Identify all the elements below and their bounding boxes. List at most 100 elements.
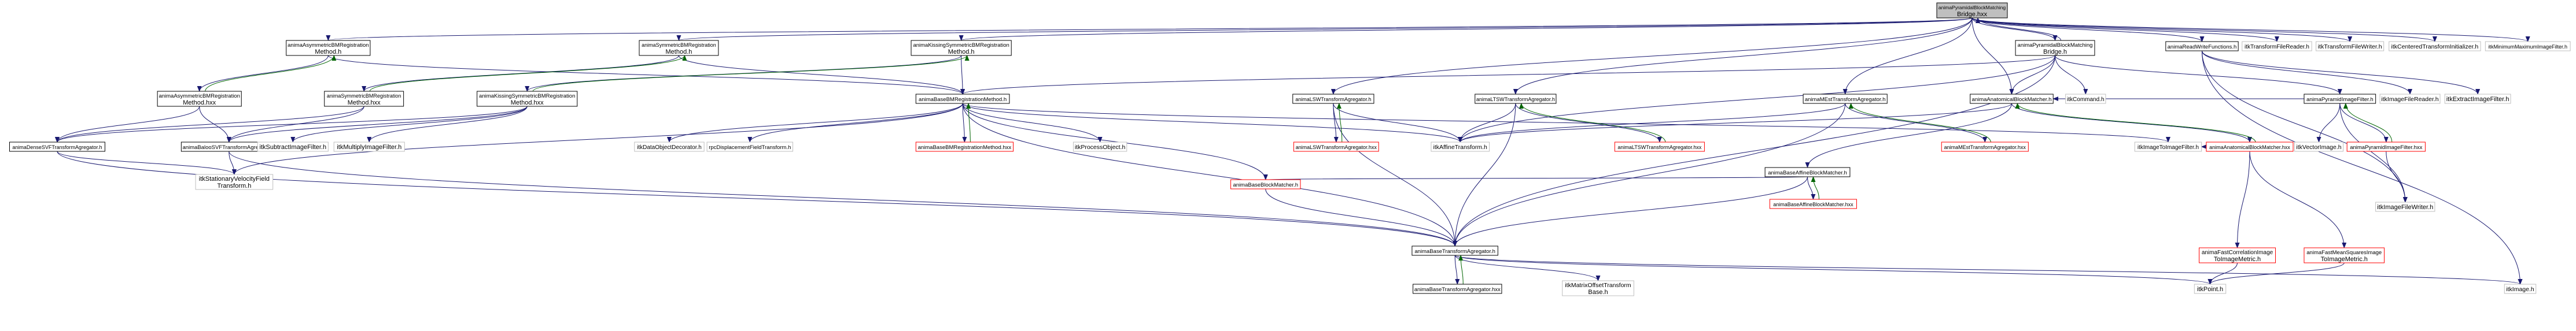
node-denseH[interactable]: animaDenseSVFTransformAgregator.h [9, 142, 105, 152]
edge-readWrite-to-itkExtract [2201, 50, 2481, 95]
node-ltswHxx[interactable]: animaLTSWTransformAgregator.hxx [1614, 142, 1705, 152]
node-box [1614, 142, 1705, 152]
node-itkSub[interactable]: itkSubtractImageFilter.h [257, 142, 329, 152]
node-baseBMhxx[interactable]: animaBaseBMRegistrationMethod.hxx [915, 142, 1014, 152]
node-readWrite[interactable]: animaReadWriteFunctions.h [2165, 41, 2239, 51]
node-label: ToImageMetric.h [2321, 256, 2368, 263]
node-label: itkImageToImageFilter.h [2138, 144, 2199, 151]
edge-baseTAh-to-baseTAhxx [1454, 255, 1460, 285]
node-itkIFWriter[interactable]: itkImageFileWriter.h [2375, 202, 2435, 212]
node-lswH[interactable]: animaLSWTransformAgregator.h [1292, 94, 1374, 104]
node-kissHxx[interactable]: animaKissingSymmetricBMRegistrationMetho… [477, 91, 578, 107]
node-itkCommand[interactable]: itkCommand.h [2065, 94, 2106, 104]
node-baseAffBMhxx[interactable]: animaBaseAffineBlockMatcher.hxx [1769, 199, 1857, 209]
edge-baseTAh-to-itkPoint [1454, 255, 2213, 285]
edge-pyrBridge-to-anatBMh [2009, 55, 2055, 95]
node-itkImage[interactable]: itkImage.h [2504, 284, 2537, 294]
node-ltswH[interactable]: animaLTSWTransformAgregator.h [1475, 94, 1557, 104]
node-pyrFilterHxx[interactable]: animaPyramidImageFilter.hxx [2346, 142, 2426, 152]
node-anatBMhxx[interactable]: animaAnatomicalBlockMatcher.hxx [2206, 142, 2294, 152]
edge-root-to-kissBM [959, 17, 1973, 41]
node-box [1941, 142, 2029, 152]
node-itkTFWriter[interactable]: itkTransformFileWriter.h [2316, 41, 2385, 51]
node-label: animaAnatomicalBlockMatcher.h [1972, 96, 2052, 103]
node-box [324, 91, 404, 107]
node-label: animaSymmetricBMRegistration [327, 93, 401, 99]
node-itkVI[interactable]: itkVectorImage.h [2294, 142, 2344, 152]
node-label: itkCommand.h [2067, 96, 2104, 103]
edge-anatBMh-to-anatBMhxx [2011, 103, 2252, 143]
node-label: animaBaseBMRegistrationMethod.hxx [918, 144, 1012, 151]
node-label: itkAffineTransform.h [1433, 144, 1488, 151]
node-label: animaAsymmetricBMRegistration [288, 42, 368, 49]
edge-anatBMhxx-to-fastMS [2249, 151, 2347, 248]
node-label: animaBaseAffineBlockMatcher.h [1768, 170, 1847, 176]
node-box [2015, 40, 2095, 56]
node-meHxx[interactable]: animaMEstTransformAgregator.hxx [1941, 142, 2029, 152]
edge-baseBM-to-baseTAh [962, 103, 1458, 247]
node-itkPoint[interactable]: itkPoint.h [2194, 284, 2227, 294]
node-pyrFilterH[interactable]: animaPyramidImageFilter.h [2304, 94, 2376, 104]
node-itkExtract[interactable]: itkExtractImageFilter.h [2444, 94, 2511, 104]
edge-baseBMhxx-to-baseBM [966, 103, 971, 143]
node-itkDOD[interactable]: itkDataObjectDecorator.h [634, 142, 705, 152]
node-baseBM[interactable]: animaBaseBMRegistrationMethod.h [915, 94, 1010, 104]
edge-meH-to-itkAffine [1458, 103, 1846, 143]
edge-meHxx-to-meH [1848, 103, 1991, 143]
node-itkI2I[interactable]: itkImageToImageFilter.h [2134, 142, 2202, 152]
edge-baseAffBMh-to-baseBlockH [1265, 174, 1808, 180]
node-itkPO[interactable]: itkProcessObject.h [1073, 142, 1127, 152]
node-rpcDFT[interactable]: rpcDisplacementFieldTransform.h [706, 142, 794, 152]
edge-symHxx-to-denseH [55, 106, 364, 143]
node-itkTFReader[interactable]: itkTransformFileReader.h [2242, 41, 2312, 51]
node-label: animaReadWriteFunctions.h [2168, 44, 2237, 50]
edge-anatBMhxx-to-anatBMh [2015, 103, 2256, 143]
node-baseTAhxx[interactable]: animaBaseTransformAgregator.hxx [1413, 284, 1502, 294]
node-itkIFReader[interactable]: itkImageFileReader.h [2379, 94, 2441, 104]
node-box [1803, 94, 1888, 104]
node-baseAffBMh[interactable]: animaBaseAffineBlockMatcher.h [1764, 167, 1851, 177]
node-itkAffine[interactable]: itkAffineTransform.h [1431, 142, 1490, 152]
edge-asymHxx-to-denseH [55, 106, 200, 143]
node-box [195, 174, 274, 190]
node-box [2346, 142, 2426, 152]
edge-ltswH-to-ltswHxx [1515, 103, 1662, 143]
node-anatBMh[interactable]: animaAnatomicalBlockMatcher.h [1970, 94, 2054, 104]
node-box [2316, 41, 2385, 51]
node-baseBlockH[interactable]: animaBaseBlockMatcher.h [1230, 179, 1301, 189]
edge-baseBM-to-itkI2I [962, 103, 2170, 143]
node-kissBM[interactable]: animaKissingSymmetricBMRegistrationMetho… [911, 40, 1012, 56]
node-box [1292, 94, 1374, 104]
node-meH[interactable]: animaMEstTransformAgregator.h [1803, 94, 1888, 104]
node-baseTAh[interactable]: animaBaseTransformAgregator.h [1412, 246, 1498, 256]
edge-root-to-anatBMh [1971, 17, 2014, 95]
node-itkCTI[interactable]: itkCenteredTransformInitializer.h [2389, 41, 2481, 51]
node-lswHxx[interactable]: animaLSWTransformAgregator.hxx [1293, 142, 1379, 152]
edge-readWrite-to-itkIFReader [2201, 50, 2412, 95]
node-label: Method.h [315, 49, 341, 55]
node-label: animaAsymmetricBMRegistration [159, 93, 239, 99]
node-itkMult[interactable]: itkMultiplyImageFilter.h [333, 142, 405, 152]
node-box [1073, 142, 1127, 152]
node-box [477, 91, 578, 107]
node-label: animaLSWTransformAgregator.hxx [1296, 144, 1377, 150]
node-label: animaPyramidalBlockMatching [1939, 5, 2006, 10]
edge-kissHxx-to-itkMult [367, 106, 528, 143]
node-label: animaSymmetricBMRegistration [642, 42, 716, 48]
edge-baseBM-to-itkSVF [232, 103, 963, 175]
node-itkMinMax[interactable]: itkMinimumMaximumImageFilter.h [2485, 41, 2571, 51]
edge-root-to-asymBM [326, 17, 1973, 41]
node-box [286, 40, 371, 56]
node-label: animaBaseBMRegistrationMethod.h [919, 96, 1007, 103]
